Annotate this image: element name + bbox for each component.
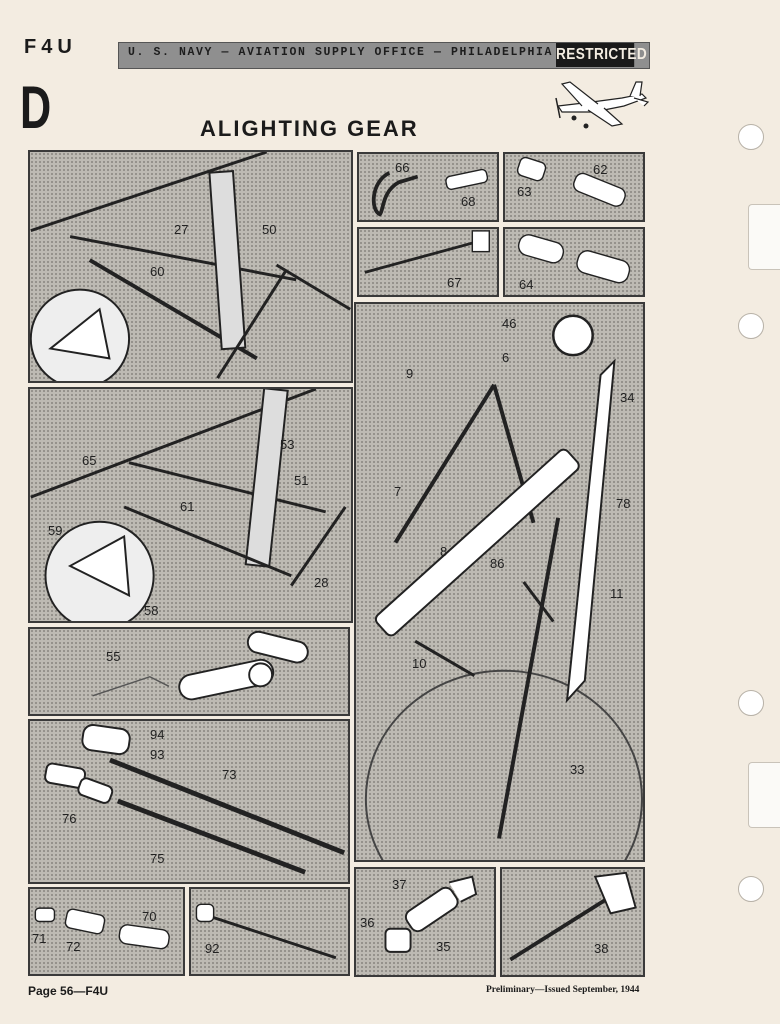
page-number: Page 56—F4U [28, 984, 109, 998]
part-label: 10 [412, 656, 427, 671]
part-label: 11 [610, 586, 624, 601]
part-label: 51 [294, 473, 309, 488]
part-label: 75 [150, 851, 165, 866]
model-designation: F4U [24, 36, 77, 58]
part-label: 68 [461, 194, 476, 209]
panel-part-55: 55 [28, 627, 350, 716]
panel-rod-92: 92 [189, 887, 350, 976]
panel-strut-linkage: 53 65 51 61 59 58 28 [28, 387, 353, 623]
panel-fittings-62-63: 62 63 [503, 152, 645, 222]
part-label: 72 [66, 939, 81, 954]
part-label: 55 [106, 649, 121, 664]
part-label: 6 [502, 350, 510, 365]
part-label: 46 [502, 316, 517, 331]
part-label: 78 [616, 496, 631, 511]
part-label: 37 [392, 877, 407, 892]
issue-note: Preliminary—Issued September, 1944 [486, 985, 640, 995]
part-label: 28 [314, 575, 329, 590]
panel-shock-strut-assembly: 27 50 60 [28, 150, 353, 383]
part-label: 94 [150, 727, 165, 742]
part-label: 93 [150, 747, 165, 762]
part-label: 64 [519, 277, 534, 292]
part-label: 61 [180, 499, 195, 514]
part-label: 86 [490, 556, 505, 571]
part-label: 7 [394, 484, 402, 499]
binder-hole [738, 313, 764, 339]
binder-hole [738, 690, 764, 716]
part-label: 65 [82, 453, 97, 468]
part-label: 66 [395, 160, 410, 175]
part-label: 67 [447, 275, 462, 290]
part-label: 73 [222, 767, 237, 782]
binder-hole [738, 124, 764, 150]
part-label: 34 [620, 390, 635, 405]
panel-fitting-35: 37 36 35 [354, 867, 496, 977]
part-label: 92 [205, 941, 220, 956]
supply-office-text: U. S. NAVY — AVIATION SUPPLY OFFICE — PH… [128, 46, 622, 59]
panel-rod-67: 67 [357, 227, 499, 297]
part-label: 58 [144, 603, 159, 618]
part-label: 62 [593, 162, 608, 177]
part-label: 63 [517, 184, 532, 199]
panel-fitting-38: 38 [500, 867, 645, 977]
panel-hook-66: 66 68 [357, 152, 499, 222]
part-label: 71 [32, 931, 47, 946]
part-label: 60 [150, 264, 165, 279]
page-tab [748, 204, 780, 270]
airplane-icon [555, 81, 650, 129]
part-label: 50 [262, 222, 277, 237]
panel-drag-links: 94 93 73 76 75 [28, 719, 350, 884]
panel-small-fittings: 71 72 70 [28, 887, 185, 976]
part-label: 38 [594, 941, 609, 956]
part-label: 53 [280, 437, 295, 452]
part-label: 70 [142, 909, 157, 924]
part-label: 33 [570, 762, 585, 777]
part-label: 9 [406, 366, 414, 381]
part-label: 36 [360, 915, 375, 930]
panel-main-gear-assembly: 46 6 9 34 7 78 8 86 11 10 33 [354, 302, 645, 862]
restricted-stamp: RESTRICTED [556, 43, 647, 67]
part-label: 35 [436, 939, 451, 954]
part-label: 8 [440, 544, 448, 559]
part-label: 27 [174, 222, 189, 237]
part-label: 59 [48, 523, 63, 538]
section-letter: D [20, 74, 52, 141]
part-label: 76 [62, 811, 77, 826]
page-tab [748, 762, 780, 828]
panel-bushings-64: 64 [503, 227, 645, 297]
page-title: ALIGHTING GEAR [200, 116, 419, 141]
binder-hole [738, 876, 764, 902]
